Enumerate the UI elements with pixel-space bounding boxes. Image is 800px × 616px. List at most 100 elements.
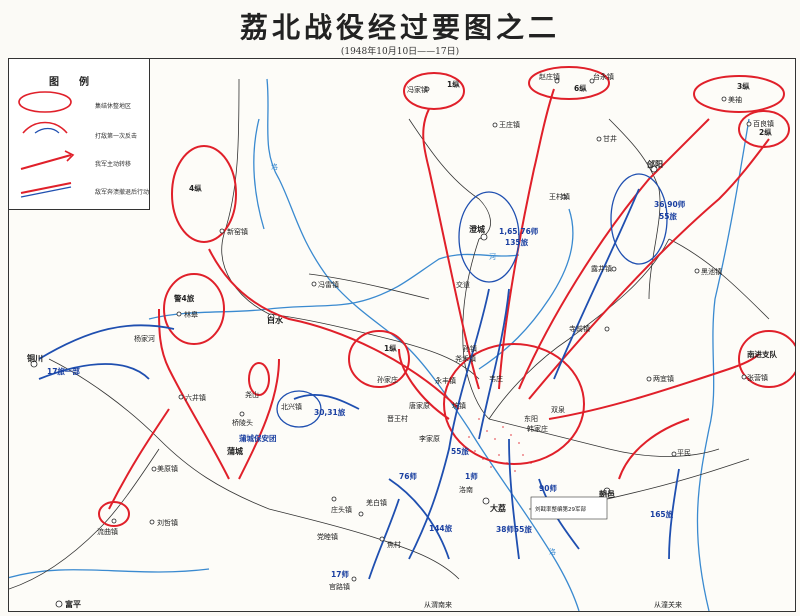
red-area-lingao bbox=[163, 273, 225, 345]
unit-36-90: 36,90师 bbox=[654, 199, 686, 209]
blue-arrow-2 bbox=[38, 363, 150, 380]
red-withdrawal-arrow-icon bbox=[20, 150, 75, 170]
label-dangmu: 党睦镇 bbox=[317, 532, 338, 541]
red-arrow-5 bbox=[208, 248, 460, 410]
map-canvas: 冯家镇 赵庄镇 台永镇 王庄镇 甘井 美袖 百良镇 郃阳 王村镇 澄城 新窑镇 … bbox=[9, 66, 795, 611]
river-south bbox=[9, 568, 210, 579]
label-river-luo-s: 洛 bbox=[549, 547, 556, 556]
label-zhangying: 张营镇 bbox=[747, 373, 768, 382]
label-pingmin: 平民 bbox=[677, 449, 691, 457]
label-weizhuang: 韦庄 bbox=[489, 374, 503, 383]
label-chengcheng: 澄城 bbox=[469, 224, 485, 234]
legend-icons bbox=[18, 91, 75, 198]
label-ganjing: 甘井 bbox=[603, 134, 617, 143]
blue-unit-labels: 17旅一部 1,65,76师 135旅 36,90师 55旅 30,31旅 蒲城… bbox=[47, 199, 686, 579]
label-yaohe: 尧禾镇 bbox=[455, 354, 476, 363]
unit-90: 90师 bbox=[539, 483, 557, 493]
unit-jing4: 警4旅 bbox=[174, 293, 195, 303]
blue-area-pucheng bbox=[276, 390, 322, 428]
blue-arrow-1 bbox=[38, 324, 175, 360]
blue-area-heyang bbox=[610, 173, 668, 265]
label-liuzhe: 刘哲镇 bbox=[157, 518, 178, 527]
note-text: 刘戡率整编第29军部 bbox=[535, 505, 586, 513]
legend-label-4: 敌军奔溃撤退后行动 bbox=[95, 189, 150, 196]
red-arrow-10 bbox=[108, 408, 170, 510]
stipple-area bbox=[468, 418, 532, 472]
legend: 图例 集结休整地区 打敌第一次反击 我军主动转移 敌军奔溃撤退后行动 bbox=[9, 59, 150, 210]
red-area-central bbox=[443, 343, 585, 465]
label-river-luo: 洛 bbox=[271, 162, 278, 171]
label-yaoshan: 尧山 bbox=[245, 390, 259, 399]
luo-river bbox=[266, 78, 580, 611]
label-meiyuan: 美原镇 bbox=[157, 464, 178, 473]
unit-nanjin: 南进支队 bbox=[747, 349, 777, 359]
red-area-fengjia bbox=[403, 72, 465, 110]
label-luonan: 洛南 bbox=[459, 485, 473, 494]
map-subtitle: (1948年10月10日——17日) bbox=[340, 47, 460, 57]
blue-area-chengcheng bbox=[458, 191, 520, 283]
label-heyang: 郃阳 bbox=[646, 159, 663, 169]
label-zhaozhuang: 赵庄镇 bbox=[539, 72, 560, 81]
label-zhuangtou: 庄头镇 bbox=[331, 505, 352, 514]
label-dali: 大荔 bbox=[490, 503, 506, 513]
label-meixiu: 美袖 bbox=[728, 95, 742, 104]
blue-arrow-4 bbox=[478, 288, 510, 440]
red-arrow-11 bbox=[618, 418, 690, 480]
red-area-meixiu bbox=[693, 75, 785, 113]
red-arrow-1 bbox=[422, 108, 480, 390]
label-dongyang: 东阳 bbox=[524, 414, 538, 423]
unit-4zong: 4纵 bbox=[189, 183, 202, 193]
unit-135: 135旅 bbox=[505, 237, 529, 247]
red-arrow-4 bbox=[528, 138, 770, 400]
blue-arrow-11 bbox=[293, 394, 360, 410]
red-arrow-6 bbox=[398, 348, 450, 420]
note-box: 刘戡率整编第29军部 bbox=[530, 496, 608, 520]
label-bailiang: 百良镇 bbox=[753, 119, 774, 128]
red-area-bailiang bbox=[738, 110, 790, 148]
label-xinyao: 新窑镇 bbox=[227, 227, 248, 236]
label-baishui: 白水 bbox=[267, 315, 284, 325]
label-yongfeng: 永丰镇 bbox=[435, 376, 456, 385]
yellow-river bbox=[696, 118, 750, 611]
red-arrow-8 bbox=[238, 358, 280, 480]
red-arrow-2 bbox=[498, 88, 555, 390]
red-area-xinyao bbox=[171, 145, 237, 243]
roads bbox=[9, 78, 770, 590]
label-liuqu: 流曲镇 bbox=[97, 527, 118, 536]
map-frame: 冯家镇 赵庄镇 台永镇 王庄镇 甘井 美袖 百良镇 郃阳 王村镇 澄城 新窑镇 … bbox=[8, 58, 796, 612]
river-labels: 洛 河 洛 bbox=[271, 162, 556, 556]
legend-label-3: 我军主动转移 bbox=[95, 161, 132, 168]
place-labels: 冯家镇 赵庄镇 台永镇 王庄镇 甘井 美袖 百良镇 郃阳 王村镇 澄城 新窑镇 … bbox=[27, 72, 774, 609]
red-assembly-area-icon bbox=[18, 91, 72, 113]
label-fuping: 富平 bbox=[65, 599, 81, 609]
label-chaoyi: 朝邑 bbox=[599, 489, 615, 499]
red-areas bbox=[98, 66, 795, 527]
blue-areas bbox=[276, 173, 668, 428]
blue-arrow-10 bbox=[668, 468, 680, 560]
blue-arrows bbox=[38, 188, 680, 580]
label-sunzhen: 孙镇 bbox=[463, 344, 477, 353]
label-tangjiayuan: 唐家原 bbox=[409, 401, 430, 410]
red-area-yaoshan bbox=[248, 362, 270, 396]
red-unit-labels: 1纵 6纵 3纵 2纵 4纵 警4旅 1纵 南进支队 bbox=[174, 79, 777, 359]
label-beixing: 北兴镇 bbox=[281, 402, 302, 411]
legend-label-1: 集结休整地区 bbox=[95, 103, 132, 110]
label-jiaocun: 焦村 bbox=[387, 540, 401, 549]
unit-1: 1师 bbox=[465, 471, 478, 481]
red-area-liuqu bbox=[98, 501, 130, 527]
red-arrows bbox=[108, 88, 770, 510]
label-lingao: 林皋 bbox=[184, 310, 198, 319]
label-lijiayuan: 李家原 bbox=[419, 434, 440, 443]
map-title: 荔北战役经过要图之二 bbox=[239, 11, 560, 44]
label-shuangquan: 双泉 bbox=[551, 405, 565, 414]
unit-55-central: 55旅 bbox=[451, 446, 469, 456]
red-area-sunjiazhuang bbox=[348, 330, 410, 388]
unit-144: 144旅 bbox=[429, 523, 453, 533]
label-fenglei: 冯雷镇 bbox=[318, 280, 339, 289]
label-from-weinan: 从渭南来 bbox=[424, 600, 452, 609]
unit-1zong-north: 1纵 bbox=[447, 79, 460, 89]
label-siqian: 寺前镇 bbox=[569, 324, 590, 333]
label-liangyi: 两宜镇 bbox=[653, 374, 674, 383]
label-wangzhuang: 王庄镇 bbox=[499, 120, 520, 129]
